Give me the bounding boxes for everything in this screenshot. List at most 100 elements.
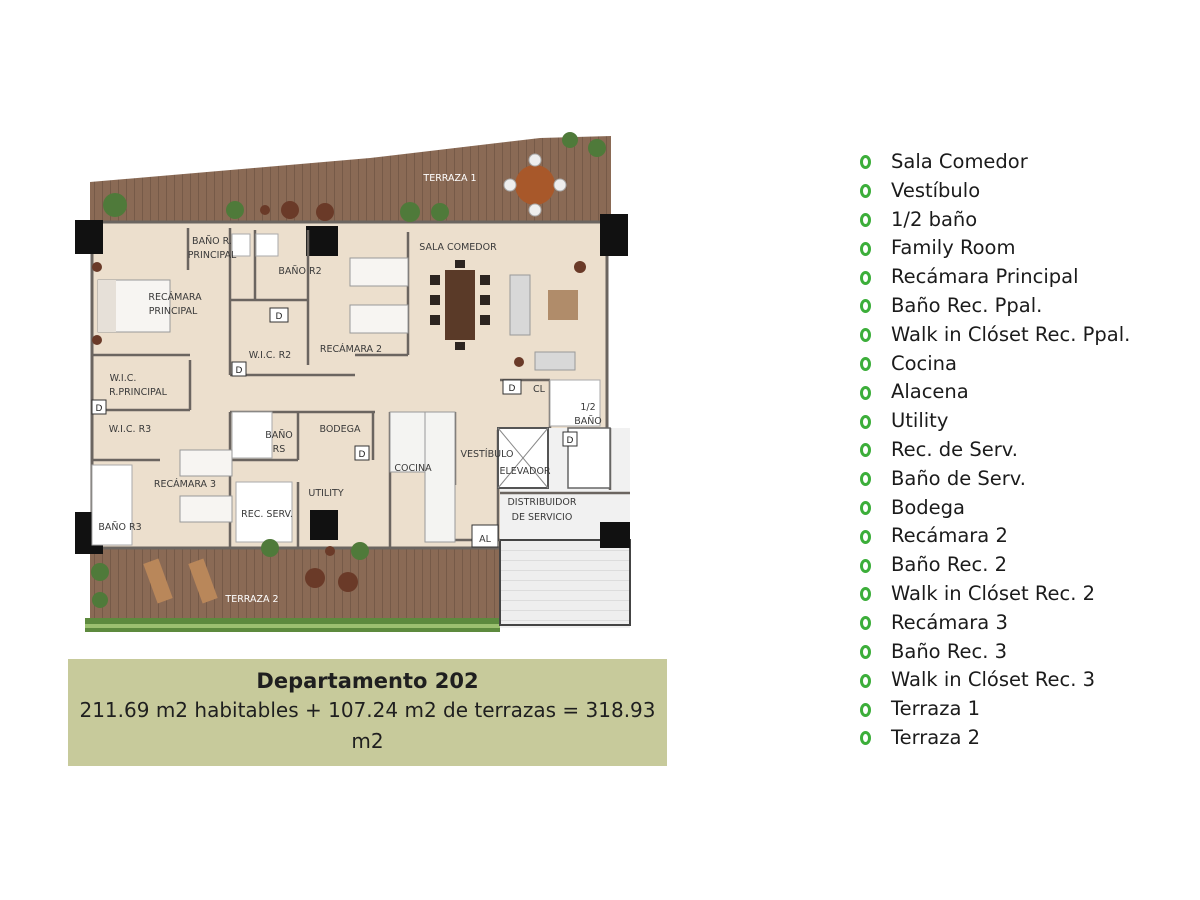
green-ring-bullet-icon bbox=[860, 644, 871, 659]
door-mark: D bbox=[96, 404, 103, 414]
legend-item-label: Rec. de Serv. bbox=[891, 437, 1018, 461]
lounger bbox=[143, 558, 173, 604]
green-ring-bullet-icon bbox=[860, 270, 871, 285]
bed-r3 bbox=[179, 495, 233, 523]
legend-item: 1/2 baño bbox=[858, 206, 1130, 235]
label-distribuidor-2: DE SERVICIO bbox=[512, 512, 573, 523]
legend-item: Recámara 3 bbox=[858, 609, 1130, 638]
green-ring-bullet-icon bbox=[860, 673, 871, 688]
legend-item-label: Recámara 3 bbox=[891, 610, 1008, 634]
green-ring-bullet-icon bbox=[860, 212, 871, 227]
label-terraza-1: TERRAZA 1 bbox=[422, 173, 476, 184]
floor-plan: D D D D D D TERRAZA 1 SALA COMEDOR BAÑO … bbox=[70, 130, 640, 645]
sofa bbox=[534, 351, 576, 371]
bed-r2 bbox=[349, 257, 409, 287]
label-bano-r3: BAÑO R3 bbox=[98, 522, 141, 533]
green-ring-bullet-icon bbox=[860, 558, 871, 573]
label-bano-r-principal-1: BAÑO R. bbox=[192, 236, 232, 247]
label-terraza-2: TERRAZA 2 bbox=[224, 594, 278, 605]
green-ring-bullet-icon bbox=[860, 616, 871, 631]
green-ring-bullet-icon bbox=[860, 702, 871, 717]
label-sala-comedor: SALA COMEDOR bbox=[419, 242, 497, 253]
label-bano-rs-1: BAÑO bbox=[265, 430, 293, 441]
label-medio-bano-1: 1/2 bbox=[580, 402, 595, 413]
legend-item: Baño Rec. 3 bbox=[858, 638, 1130, 667]
label-wic-rprincipal-2: R.PRINCIPAL bbox=[109, 387, 168, 398]
column bbox=[600, 214, 628, 256]
label-elevador: ELEVADOR bbox=[499, 466, 550, 477]
legend-item: Rec. de Serv. bbox=[858, 436, 1130, 465]
terrace-round-table bbox=[515, 165, 555, 205]
label-bodega: BODEGA bbox=[319, 424, 361, 435]
green-ring-bullet-icon bbox=[860, 443, 871, 458]
door-mark: D bbox=[276, 312, 283, 322]
legend-item: Walk in Clóset Rec. 3 bbox=[858, 666, 1130, 695]
unit-summary-box: Departamento 202 211.69 m2 habitables + … bbox=[68, 659, 667, 766]
legend-item-label: Sala Comedor bbox=[891, 150, 1028, 173]
label-wic-rprincipal-1: W.I.C. bbox=[110, 373, 137, 384]
door-markers bbox=[91, 307, 578, 461]
legend-item-label: Baño de Serv. bbox=[891, 466, 1027, 490]
green-ring-bullet-icon bbox=[860, 500, 871, 515]
legend-item-label: Walk in Clóset Rec. Ppal. bbox=[891, 322, 1131, 346]
alacena-box bbox=[471, 524, 499, 548]
green-ring-bullet-icon bbox=[860, 414, 871, 429]
label-cocina: COCINA bbox=[394, 463, 432, 474]
terrace-1-deck bbox=[90, 136, 611, 230]
legend-item: Sala Comedor bbox=[858, 148, 1130, 177]
legend-item: Walk in Clóset Rec. 2 bbox=[858, 580, 1130, 609]
label-bano-r2: BAÑO R2 bbox=[278, 266, 321, 277]
door-mark: D bbox=[509, 384, 516, 394]
legend-item-label: Recámara 2 bbox=[891, 524, 1008, 548]
green-ring-bullet-icon bbox=[860, 241, 871, 256]
legend-item-label: Terraza 1 bbox=[891, 697, 981, 721]
label-distribuidor-1: DISTRIBUIDOR bbox=[507, 497, 576, 508]
legend-item: Vestíbulo bbox=[858, 177, 1130, 206]
green-ring-bullet-icon bbox=[860, 731, 871, 746]
legend-item: Bodega bbox=[858, 494, 1130, 523]
legend-item-label: Vestíbulo bbox=[891, 178, 981, 202]
column bbox=[310, 510, 338, 540]
column bbox=[75, 220, 103, 254]
floor-plan-drawing: D D D D D D TERRAZA 1 SALA COMEDOR BAÑO … bbox=[75, 132, 631, 632]
green-ring-bullet-icon bbox=[860, 328, 871, 343]
legend-item-label: Bodega bbox=[891, 495, 966, 519]
stairwell bbox=[499, 539, 631, 626]
legend-item-label: Terraza 2 bbox=[891, 725, 981, 749]
legend-item: Baño de Serv. bbox=[858, 465, 1130, 494]
label-recamara-3: RECÁMARA 3 bbox=[154, 478, 216, 490]
green-ring-bullet-icon bbox=[860, 472, 871, 487]
door-marker-labels: D D D D D D bbox=[96, 312, 574, 460]
label-bano-r-principal-2: PRINCIPAL bbox=[188, 250, 237, 261]
green-ring-bullet-icon bbox=[860, 529, 871, 544]
sofa bbox=[509, 274, 531, 336]
column bbox=[600, 522, 630, 548]
legend-item-label: Walk in Clóset Rec. 3 bbox=[891, 668, 1096, 692]
label-wic-r3: W.I.C. R3 bbox=[109, 424, 151, 435]
legend-item-label: Cocina bbox=[891, 351, 957, 375]
label-bano-rs-2: RS bbox=[273, 444, 286, 455]
green-ring-bullet-icon bbox=[860, 155, 871, 170]
coffee-table bbox=[548, 290, 578, 320]
green-ring-bullet-icon bbox=[860, 184, 871, 199]
lounger bbox=[188, 558, 218, 604]
label-recamara-principal-1: RECÁMARA bbox=[148, 291, 202, 303]
label-vestibulo: VESTÍBULO bbox=[460, 448, 513, 460]
label-medio-bano-2: BAÑO bbox=[574, 416, 602, 427]
door-mark: D bbox=[359, 450, 366, 460]
legend-item: Walk in Clóset Rec. Ppal. bbox=[858, 321, 1130, 350]
label-wic-r2: W.I.C. R2 bbox=[249, 350, 291, 361]
legend-item-label: 1/2 baño bbox=[891, 207, 978, 231]
legend-item-label: Utility bbox=[891, 409, 949, 433]
label-al: AL bbox=[479, 534, 491, 545]
door-mark: D bbox=[567, 436, 574, 446]
bed-r3 bbox=[179, 449, 233, 477]
legend-item: Cocina bbox=[858, 350, 1130, 379]
legend-item: Recámara 2 bbox=[858, 522, 1130, 551]
legend-item: Family Room bbox=[858, 234, 1130, 263]
green-ring-bullet-icon bbox=[860, 299, 871, 314]
legend-item: Alacena bbox=[858, 378, 1130, 407]
green-ring-bullet-icon bbox=[860, 385, 871, 400]
legend-item: Recámara Principal bbox=[858, 263, 1130, 292]
